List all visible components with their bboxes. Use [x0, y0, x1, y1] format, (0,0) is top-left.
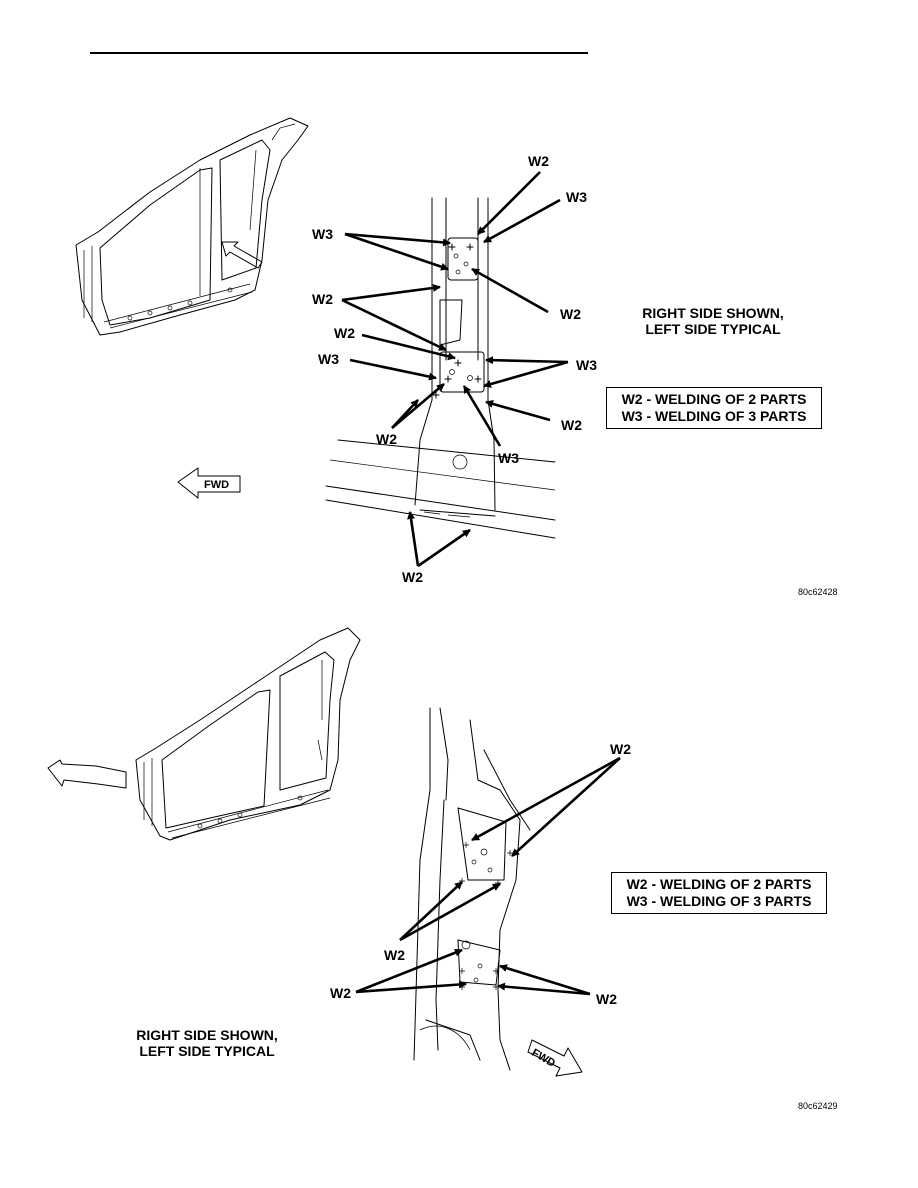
fig1-label-w3-center-bottom: W3	[498, 450, 519, 466]
fig2-legend-line1: W2 - WELDING OF 2 PARTS	[626, 876, 812, 892]
fig1-label-w3-left-upper: W3	[312, 226, 333, 242]
fig2-label-w2-left-bottom: W2	[330, 985, 351, 1001]
fig2-label-w2-right-bottom: W2	[596, 991, 617, 1007]
fig1-fwd-arrow	[177, 467, 241, 499]
fig2-fwd-arrow	[527, 1039, 583, 1077]
fig1-label-w2-left-mid2: W2	[334, 325, 355, 341]
fig1-legend-line2: W3 - WELDING OF 3 PARTS	[621, 408, 807, 424]
fig1-side-note-line2: LEFT SIDE TYPICAL	[645, 321, 781, 337]
fig1-body-side-thumbnail	[75, 117, 309, 336]
fig2-leaders	[355, 756, 621, 996]
fig1-label-w2-left-mid: W2	[312, 291, 333, 307]
fig2-label-w2-left-mid: W2	[384, 947, 405, 963]
fig1-label-w2-left-bottom: W2	[376, 431, 397, 447]
fig1-label-w3-left-lower: W3	[318, 351, 339, 367]
fig1-label-w2-top: W2	[528, 153, 549, 169]
header-rule	[90, 52, 588, 54]
fig1-fwd-label: FWD	[204, 479, 230, 491]
fig2-side-note: RIGHT SIDE SHOWN, LEFT SIDE TYPICAL	[118, 1027, 296, 1059]
fig1-label-w3-right-lower: W3	[576, 357, 597, 373]
fig1-pillar-detail	[325, 197, 556, 539]
fig1-label-w3-top-right: W3	[566, 189, 587, 205]
fig1-leaders	[341, 171, 569, 568]
fig2-body-side-thumbnail	[47, 627, 361, 841]
fig1-label-w2-right-upper: W2	[560, 306, 581, 322]
fig2-legend-line2: W3 - WELDING OF 3 PARTS	[626, 893, 812, 909]
fig1-side-note-line1: RIGHT SIDE SHOWN,	[642, 305, 784, 321]
fig2-pillar-detail	[413, 707, 531, 1071]
fig1-side-note: RIGHT SIDE SHOWN, LEFT SIDE TYPICAL	[622, 305, 804, 337]
fig1-legend-box: W2 - WELDING OF 2 PARTS W3 - WELDING OF …	[606, 387, 822, 429]
fig1-label-w2-right-bottom: W2	[561, 417, 582, 433]
fig1-label-w2-rocker: W2	[402, 569, 423, 585]
fig2-side-note-line1: RIGHT SIDE SHOWN,	[136, 1027, 278, 1043]
fig1-figure-number: 80c62428	[798, 587, 838, 597]
fig2-label-w2-top: W2	[610, 741, 631, 757]
fig2-figure-number: 80c62429	[798, 1101, 838, 1111]
fig1-legend-line1: W2 - WELDING OF 2 PARTS	[621, 391, 807, 407]
fig2-side-note-line2: LEFT SIDE TYPICAL	[139, 1043, 275, 1059]
fig2-legend-box: W2 - WELDING OF 2 PARTS W3 - WELDING OF …	[611, 872, 827, 914]
